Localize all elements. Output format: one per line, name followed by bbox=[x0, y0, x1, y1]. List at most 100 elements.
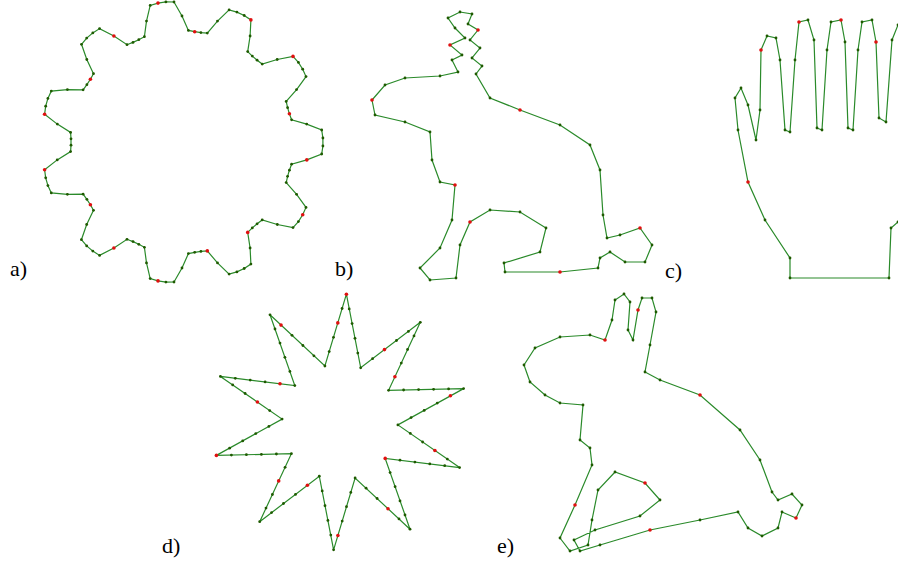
sample-point bbox=[421, 441, 424, 444]
sample-point bbox=[236, 271, 239, 274]
sample-point bbox=[764, 219, 767, 222]
sample-point bbox=[638, 226, 642, 230]
sample-point bbox=[651, 244, 654, 247]
sample-point bbox=[771, 491, 774, 494]
sample-point bbox=[234, 377, 237, 380]
sample-point bbox=[181, 15, 184, 18]
sample-point bbox=[761, 535, 764, 538]
sample-point bbox=[126, 238, 129, 241]
sample-point bbox=[847, 127, 850, 130]
sample-point bbox=[419, 321, 422, 324]
sample-point bbox=[260, 453, 263, 456]
sample-point bbox=[454, 27, 457, 30]
sample-point bbox=[539, 251, 542, 254]
sample-point bbox=[297, 220, 300, 223]
sample-point bbox=[328, 350, 331, 353]
sample-point bbox=[797, 20, 801, 24]
sample-point bbox=[290, 118, 293, 121]
sample-point bbox=[356, 352, 359, 355]
sample-point bbox=[82, 88, 85, 91]
sample-point bbox=[82, 193, 85, 196]
sample-point bbox=[471, 13, 474, 16]
sample-point bbox=[56, 159, 59, 162]
sample-point bbox=[56, 123, 59, 126]
sample-point bbox=[439, 75, 442, 78]
sample-point bbox=[794, 516, 798, 520]
sample-point bbox=[755, 139, 758, 142]
sample-point bbox=[781, 511, 784, 514]
hand-outline-points bbox=[734, 18, 898, 279]
sample-point bbox=[399, 500, 402, 503]
sample-point bbox=[332, 548, 335, 551]
sample-point bbox=[47, 184, 50, 187]
sample-point bbox=[286, 106, 289, 109]
sample-point bbox=[318, 475, 321, 478]
sample-point bbox=[365, 487, 368, 490]
sample-point bbox=[291, 334, 294, 337]
sample-point bbox=[50, 192, 53, 195]
sample-point bbox=[324, 365, 327, 368]
sample-point bbox=[439, 247, 442, 250]
hand-outline bbox=[735, 20, 898, 278]
sample-point bbox=[241, 440, 244, 443]
sample-point bbox=[250, 263, 253, 266]
sample-point bbox=[286, 175, 289, 178]
sample-point bbox=[80, 238, 83, 241]
sample-point bbox=[290, 452, 293, 455]
sample-point bbox=[518, 108, 522, 112]
sample-point bbox=[285, 181, 288, 184]
panel-label: c) bbox=[665, 260, 682, 282]
sample-point bbox=[349, 491, 352, 494]
sample-point bbox=[277, 479, 281, 483]
sample-point bbox=[830, 21, 833, 24]
sample-point bbox=[644, 261, 647, 264]
sample-point bbox=[374, 114, 377, 117]
sample-point bbox=[436, 402, 439, 405]
sample-point bbox=[458, 466, 461, 469]
sample-point bbox=[587, 544, 590, 547]
sample-point bbox=[448, 43, 452, 47]
sample-point bbox=[336, 321, 340, 325]
sample-point bbox=[890, 227, 893, 230]
sample-point bbox=[246, 50, 249, 53]
sample-point bbox=[187, 29, 190, 32]
sample-point bbox=[816, 127, 819, 130]
sample-point bbox=[290, 163, 293, 166]
sample-point bbox=[404, 121, 407, 124]
sample-point bbox=[275, 453, 278, 456]
sample-point bbox=[69, 131, 72, 134]
sample-point bbox=[268, 409, 271, 412]
sample-point bbox=[643, 481, 647, 485]
sample-point bbox=[447, 17, 450, 20]
sample-point bbox=[254, 432, 257, 435]
sample-point bbox=[852, 129, 855, 132]
sample-point bbox=[165, 281, 168, 284]
sample-point bbox=[156, 279, 160, 283]
sample-point bbox=[582, 404, 585, 407]
sample-point bbox=[98, 254, 101, 257]
sample-point bbox=[807, 19, 810, 22]
sample-point bbox=[759, 109, 762, 112]
sample-point bbox=[293, 384, 296, 387]
sample-point bbox=[85, 58, 88, 61]
sample-point bbox=[459, 244, 462, 247]
sample-point bbox=[341, 307, 344, 310]
sample-point bbox=[80, 43, 83, 46]
sample-point bbox=[446, 458, 449, 461]
sample-point bbox=[126, 43, 129, 46]
sample-point bbox=[200, 250, 203, 253]
sample-point bbox=[66, 193, 69, 196]
sample-point bbox=[589, 334, 592, 337]
sample-point bbox=[278, 382, 282, 386]
sample-point bbox=[611, 319, 614, 322]
sample-point bbox=[740, 87, 743, 90]
sample-point bbox=[354, 477, 357, 480]
sample-point bbox=[279, 342, 282, 345]
sample-point bbox=[244, 392, 247, 395]
sample-point bbox=[305, 206, 308, 209]
sample-point bbox=[651, 297, 654, 300]
sample-point bbox=[469, 39, 472, 42]
sample-point bbox=[461, 54, 464, 57]
sample-point bbox=[173, 281, 176, 284]
